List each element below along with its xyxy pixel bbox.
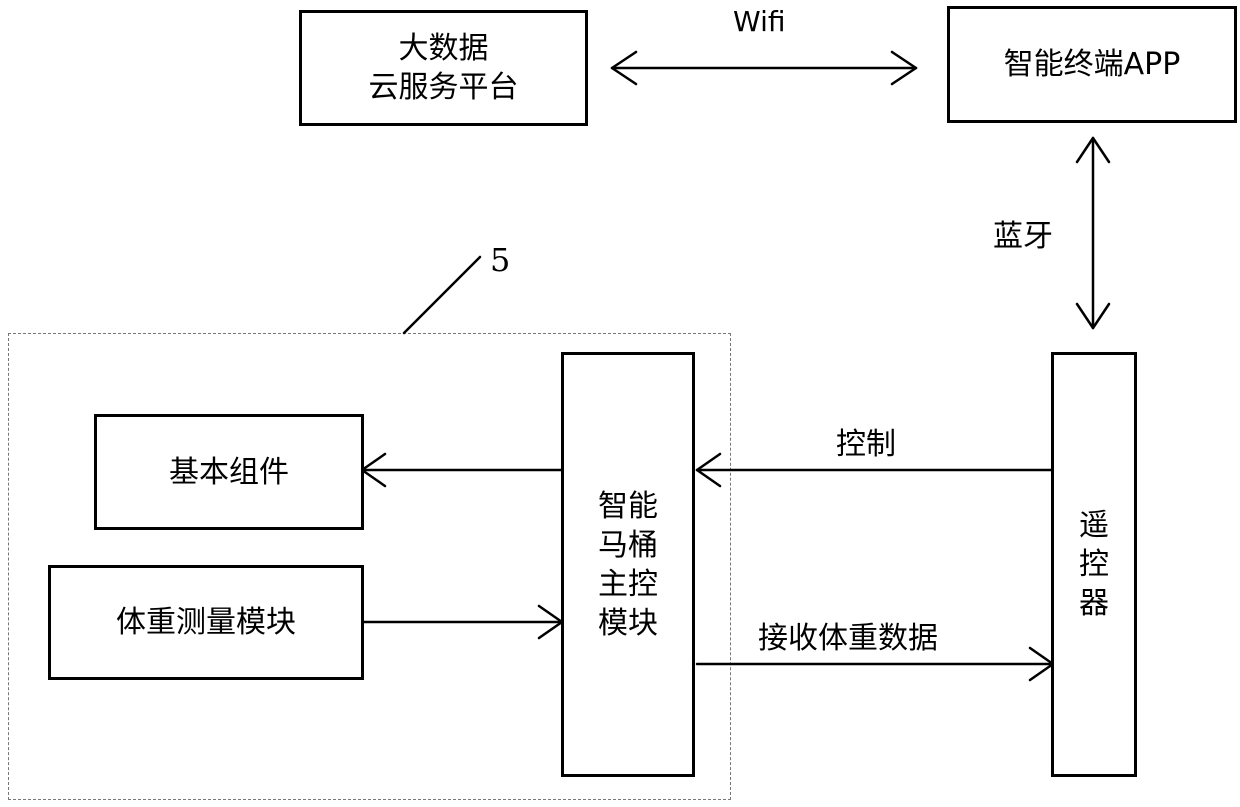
main-control-line-1: 智能 [598,487,658,526]
wifi-edge-label: Wifi [733,4,786,39]
weight-module-node: 体重测量模块 [48,565,364,680]
cloud-platform-node: 大数据 云服务平台 [299,10,588,126]
main-control-line-2: 马桶 [598,526,658,565]
smart-terminal-app-label: 智能终端APP [1004,45,1181,84]
callout-number: 5 [490,240,510,280]
cloud-platform-line-2: 云服务平台 [369,68,519,107]
bluetooth-edge-label: 蓝牙 [993,218,1053,256]
main-control-node: 智能 马桶 主控 模块 [561,352,695,777]
basic-components-label: 基本组件 [169,453,289,492]
basic-components-node: 基本组件 [94,414,364,530]
remote-control-char-2: 控 [1079,545,1109,584]
weight-module-label: 体重测量模块 [116,603,296,642]
remote-control-char-1: 遥 [1079,506,1109,545]
remote-control-char-3: 器 [1079,584,1109,623]
main-control-line-4: 模块 [598,604,658,643]
main-control-line-3: 主控 [598,565,658,604]
control-edge-label: 控制 [836,426,896,464]
remote-control-node: 遥 控 器 [1051,352,1137,777]
callout-leader-line [404,257,480,333]
smart-terminal-app-node: 智能终端APP [947,6,1237,123]
cloud-platform-line-1: 大数据 [369,29,519,68]
receive-weight-edge-label: 接收体重数据 [758,620,938,658]
